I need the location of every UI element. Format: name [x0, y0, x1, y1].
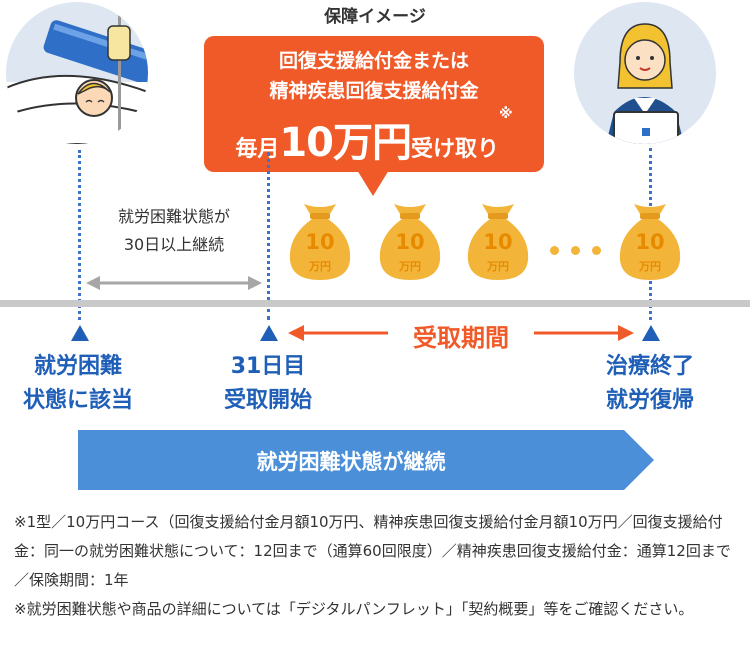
continuation-dots: [544, 240, 607, 259]
gray-double-arrow: [86, 276, 262, 290]
condition-text: 就労困難状態が 30日以上継続: [86, 203, 262, 259]
condition-line-2: 30日以上継続: [123, 235, 225, 254]
dotted-line-start: [78, 150, 81, 320]
point-start-line-1: 就労困難: [33, 354, 122, 379]
callout-pointer: [357, 170, 389, 196]
condition-line-1: 就労困難状態が: [117, 207, 230, 226]
money-bag-amount: 10: [635, 230, 665, 254]
callout-monthly-amount: 毎月10万円受け取り ※: [204, 106, 544, 168]
dotted-line-payout-start: [267, 152, 270, 320]
money-bag-unit: 万円: [639, 260, 661, 273]
office-worker-illustration: [574, 2, 716, 144]
money-bag: 10 万円: [464, 200, 532, 286]
callout-big-prefix: 毎月: [235, 137, 280, 162]
point-label-payout-start: 31日目 受取開始: [198, 350, 338, 418]
continuation-bar-label: 就労困難状態が継続: [256, 450, 446, 474]
footnote-1: ※1型／10万円コース（回復支援給付金月額10万円、精神疾患回復支援給付金月額1…: [14, 513, 731, 589]
money-bag-amount: 10: [483, 230, 513, 254]
continuation-bar: [78, 430, 654, 490]
money-bag-unit: 万円: [399, 260, 421, 273]
callout-big-amount: 10万円: [279, 120, 412, 166]
point-label-recovery: 治療終了 就労復帰: [580, 350, 720, 418]
callout-note-mark: ※: [499, 106, 513, 122]
money-bag: 10 万円: [616, 200, 684, 286]
point-recovery-line-1: 治療終了: [605, 354, 694, 379]
money-bag: 10 万円: [286, 200, 354, 286]
benefit-callout: [204, 36, 544, 172]
payout-period-label: 受取期間: [413, 324, 509, 352]
marker-recovery-triangle: [642, 325, 660, 341]
diagram-title: 保障イメージ: [324, 7, 426, 27]
callout-line-1: 回復支援給付金または: [278, 50, 469, 72]
point-payout-line-2: 受取開始: [223, 388, 312, 413]
money-bag-amount: 10: [305, 230, 335, 254]
point-label-start: 就労困難 状態に該当: [8, 350, 148, 418]
point-start-line-2: 状態に該当: [22, 388, 133, 413]
marker-payout-triangle: [260, 325, 278, 341]
marker-start-triangle: [71, 325, 89, 341]
money-bag-unit: 万円: [487, 260, 509, 273]
footnotes: ※1型／10万円コース（回復支援給付金月額10万円、精神疾患回復支援給付金月額1…: [14, 508, 740, 624]
point-recovery-line-2: 就労復帰: [605, 388, 694, 413]
callout-line-2: 精神疾患回復支援給付金: [269, 80, 479, 102]
hospital-patient-illustration: [6, 2, 148, 144]
money-bag-unit: 万円: [309, 260, 331, 273]
money-bag: 10 万円: [376, 200, 444, 286]
money-bag-amount: 10: [395, 230, 425, 254]
callout-big-suffix: 受け取り: [411, 137, 500, 162]
timeline-baseline: [0, 300, 750, 307]
payout-period-arrow: [288, 325, 634, 341]
point-payout-line-1: 31日目: [230, 354, 306, 379]
footnote-2: ※就労困難状態や商品の詳細については「デジタルパンフレット」「契約概要」等をご確…: [14, 600, 694, 618]
